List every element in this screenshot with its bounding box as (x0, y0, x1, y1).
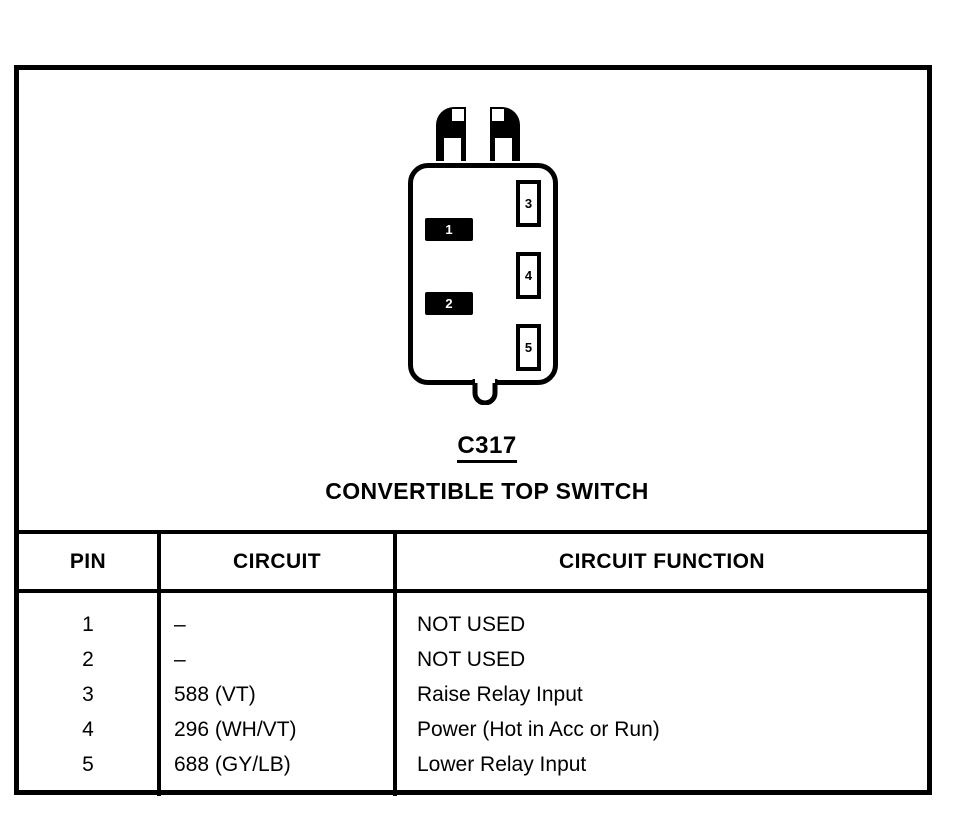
cavity-3: 3 (516, 180, 541, 227)
cell-pin: 4 (19, 712, 161, 747)
cell-circuit: 296 (WH/VT) (159, 712, 397, 747)
latch-tab-right-icon (490, 107, 520, 161)
page-border (14, 65, 932, 795)
cavity-5: 5 (516, 324, 541, 371)
connector-code-caption: C317 (0, 432, 974, 463)
connector-illustration: 1 2 3 4 5 (408, 100, 568, 405)
cell-function: NOT USED (417, 612, 526, 636)
cell-pin: 1 (19, 591, 161, 642)
cell-pin: 5 (19, 747, 161, 796)
cell-circuit: – (159, 642, 397, 677)
cavity-4: 4 (516, 252, 541, 299)
keying-notch-icon (472, 379, 498, 405)
cell-function: Raise Relay Input (417, 682, 583, 706)
table-row: 1 – NOT USED (19, 591, 927, 642)
cell-function: Power (Hot in Acc or Run) (417, 717, 660, 741)
table-row: 2 – NOT USED (19, 642, 927, 677)
cell-circuit: 588 (VT) (159, 677, 397, 712)
latch-tab-left-icon (436, 107, 466, 161)
column-header-pin: PIN (19, 530, 161, 593)
connector-name-caption: CONVERTIBLE TOP SWITCH (325, 478, 649, 504)
table-body: 1 – NOT USED 2 – NOT USED 3 588 (VT) Rai… (19, 591, 927, 796)
column-header-circuit: CIRCUIT (159, 530, 397, 593)
cell-function: Lower Relay Input (417, 752, 587, 776)
cell-circuit: 688 (GY/LB) (159, 747, 397, 796)
table-row: 5 688 (GY/LB) Lower Relay Input (19, 747, 927, 796)
cell-pin: 3 (19, 677, 161, 712)
column-header-function: CIRCUIT FUNCTION (395, 530, 927, 593)
cell-circuit: – (159, 591, 397, 642)
cavity-2: 2 (425, 292, 473, 315)
table-header: PIN CIRCUIT CIRCUIT FUNCTION (19, 530, 927, 593)
cell-function: NOT USED (417, 647, 526, 671)
table-row: 3 588 (VT) Raise Relay Input (19, 677, 927, 712)
table-header-row: PIN CIRCUIT CIRCUIT FUNCTION (19, 530, 927, 593)
cell-pin: 2 (19, 642, 161, 677)
cavity-1: 1 (425, 218, 473, 241)
pinout-table: PIN CIRCUIT CIRCUIT FUNCTION 1 – NOT USE… (19, 530, 927, 796)
connector-code-text: C317 (457, 432, 517, 463)
table-row: 4 296 (WH/VT) Power (Hot in Acc or Run) (19, 712, 927, 747)
